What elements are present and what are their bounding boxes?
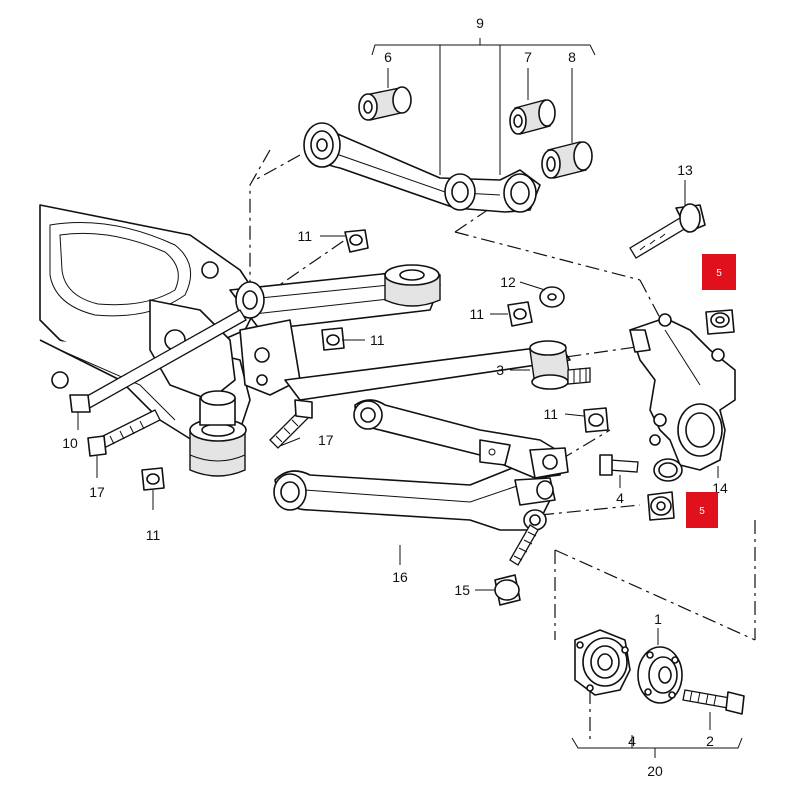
ball-joint — [529, 340, 591, 390]
callout-11-d: 11 — [543, 406, 558, 422]
callout-11-c: 11 — [370, 332, 385, 348]
bushing-7 — [509, 99, 556, 135]
bolt-17-right — [269, 399, 313, 449]
toe-link — [353, 399, 569, 479]
nut-5-bottom — [647, 491, 675, 521]
highlight-5-top[interactable]: 5 — [702, 254, 736, 290]
callout-11-a: 11 — [297, 228, 312, 244]
callout-4-bolt: 4 — [616, 490, 624, 506]
bolt-4 — [599, 454, 639, 476]
callout-17-left: 17 — [89, 484, 105, 500]
callout-17-right: 17 — [318, 432, 334, 448]
callout-7: 7 — [524, 49, 532, 65]
wheel-hub-1 — [637, 646, 683, 704]
callout-16: 16 — [392, 569, 408, 585]
callout-3: 3 — [496, 362, 504, 378]
wheel-carrier — [629, 313, 736, 471]
callout-1: 1 — [654, 611, 662, 627]
subframe-mount-bushing — [189, 390, 247, 477]
seal-ring — [653, 458, 683, 482]
callout-15: 15 — [454, 582, 470, 598]
callout-10: 10 — [62, 435, 78, 451]
callout-numbers: 9 6 7 8 13 11 12 11 11 3 11 10 17 17 11 … — [62, 15, 728, 779]
highlight-5-bottom[interactable]: 5 — [686, 492, 718, 528]
nut-11-c — [321, 327, 345, 351]
nut-11-a — [344, 229, 369, 253]
callout-13: 13 — [677, 162, 693, 178]
highlight-5-top-label: 5 — [716, 268, 722, 279]
callout-11-b: 11 — [469, 306, 484, 322]
callout-8: 8 — [568, 49, 576, 65]
callout-6: 6 — [384, 49, 392, 65]
upper-mount-bushing — [384, 264, 441, 307]
bolt-15 — [494, 524, 539, 606]
nut-11-e — [141, 467, 165, 491]
nut-5-top — [705, 309, 735, 335]
callout-4-bearing: 4 — [628, 733, 636, 749]
callout-2: 2 — [706, 733, 714, 749]
lower-control-arm — [273, 464, 556, 531]
leader-lines — [77, 38, 743, 758]
nut-11-b — [507, 301, 533, 327]
bushing-8 — [541, 141, 593, 179]
washer-12 — [539, 286, 565, 308]
wheel-bolt-2 — [682, 689, 745, 715]
callout-9: 9 — [476, 15, 484, 31]
callout-12: 12 — [500, 274, 516, 290]
wheel-bearing-4 — [574, 629, 631, 696]
callout-11-e: 11 — [146, 527, 161, 543]
callout-20: 20 — [647, 763, 663, 779]
upper-control-arm — [303, 122, 541, 213]
highlight-5-bottom-label: 5 — [699, 506, 705, 517]
nut-11-d — [583, 407, 609, 433]
bolt-10 — [69, 309, 247, 413]
rear-subframe — [39, 204, 571, 446]
bushing-6 — [358, 86, 412, 121]
bolt-17-left — [87, 409, 161, 457]
bolt-13 — [629, 203, 706, 259]
